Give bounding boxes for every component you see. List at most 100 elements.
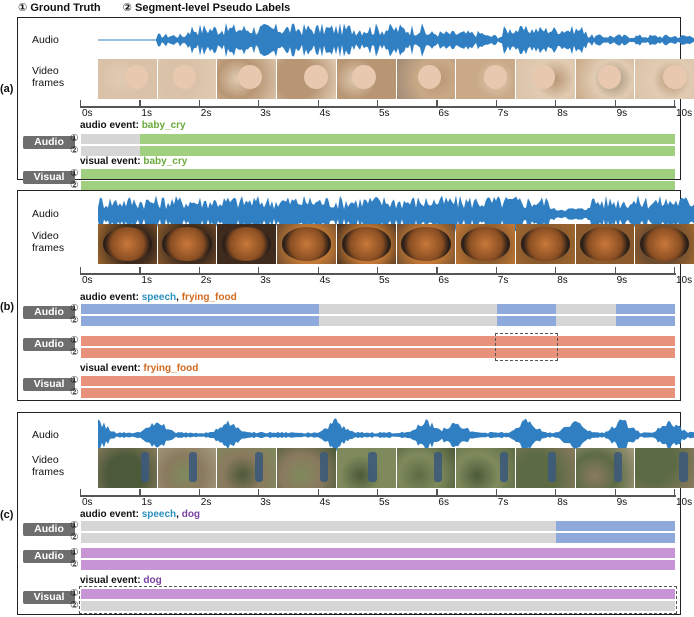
person-shape	[188, 452, 198, 482]
time-tick-label: 1s	[141, 497, 152, 508]
video-frame	[515, 59, 575, 99]
time-tick-label: 6s	[438, 275, 449, 286]
time-tick-label: 9s	[616, 497, 628, 508]
time-tick-label: 1s	[141, 275, 152, 286]
visual-event-label: visual event: frying_food	[80, 363, 198, 374]
video-frames-label: Video frames	[32, 454, 65, 478]
video-frame	[575, 59, 635, 99]
time-tick	[258, 100, 260, 107]
pan-shape	[520, 227, 570, 261]
ground-truth-marker: ①	[70, 303, 79, 314]
event-name-frying_food: frying_food	[143, 363, 199, 374]
video-frame	[575, 224, 635, 264]
time-tick	[495, 489, 497, 496]
panel-label-a: (a)	[0, 83, 14, 95]
person-shape	[613, 452, 622, 482]
time-tick-label: 4s	[319, 108, 331, 119]
event-prefix: visual event:	[80, 156, 144, 167]
audio-modality-tag: Audio	[23, 136, 75, 149]
video-frame	[336, 59, 396, 99]
time-tick	[614, 267, 616, 274]
audio-modality-tag: Audio	[23, 550, 75, 563]
time-tick	[614, 100, 616, 107]
waveform-container	[98, 416, 694, 454]
audio-event-label: audio event: baby_cry	[80, 120, 186, 131]
pan-shape	[580, 227, 630, 261]
visual-modality-tag: Visual	[23, 378, 75, 391]
waveform-shape	[98, 195, 694, 233]
pseudo-label-marker: ②	[70, 347, 79, 358]
video-frame	[515, 224, 575, 264]
person-shape	[499, 452, 508, 482]
ground-truth-bar	[81, 304, 675, 314]
video-frame	[98, 448, 157, 488]
bar-segment	[556, 521, 675, 531]
bar-segment	[81, 316, 319, 326]
time-tick-label: 6s	[438, 108, 449, 119]
bar-segment	[318, 316, 497, 326]
time-tick-label: 4s	[319, 497, 331, 508]
video-frame	[456, 59, 515, 99]
bar-segment	[615, 316, 675, 326]
event-separator: ,	[176, 509, 182, 520]
baby-face-shape	[352, 65, 376, 89]
video-frame	[157, 448, 217, 488]
visual-event-label: visual event: baby_cry	[80, 156, 187, 167]
legend-pseudo-labels: ② Segment-level Pseudo Labels	[122, 1, 291, 14]
time-tick-label: 7s	[497, 108, 509, 119]
bar-segment	[81, 533, 557, 543]
bar-segment	[318, 304, 497, 314]
ground-truth-bar	[81, 134, 675, 144]
legend-ground-truth: ① Ground Truth	[18, 1, 101, 14]
event-name-frying_food: frying_food	[181, 292, 237, 303]
audio-event-label: audio event: speech, dog	[80, 509, 200, 520]
bar-segment	[81, 560, 675, 570]
video-frame	[396, 224, 456, 264]
video-frame	[157, 224, 217, 264]
time-tick-label: 2s	[200, 497, 212, 508]
time-tick-label: 2s	[200, 275, 212, 286]
time-tick	[80, 489, 82, 496]
ground-truth-marker: ①	[70, 520, 79, 531]
waveform-container	[98, 21, 694, 59]
time-tick	[377, 267, 379, 274]
waveform-container	[98, 194, 694, 234]
time-tick	[436, 267, 438, 274]
pan-shape	[281, 227, 332, 261]
visual-event-label: visual event: dog	[80, 575, 162, 586]
waveform-shape	[98, 22, 694, 58]
time-tick-label: 5s	[379, 497, 390, 508]
time-tick	[614, 489, 616, 496]
baby-face-shape	[597, 65, 621, 89]
time-tick-label: 0s	[82, 108, 93, 119]
ground-truth-bar	[81, 521, 675, 531]
bar-segment	[81, 181, 675, 191]
time-tick	[436, 489, 438, 496]
visual-modality-tag: Visual	[23, 591, 75, 604]
pseudo-label-bar	[81, 181, 675, 191]
video-frame	[98, 59, 157, 99]
video-frame	[336, 224, 396, 264]
pseudo-label-bar	[81, 348, 675, 358]
ground-truth-bar	[81, 548, 675, 558]
bar-segment	[556, 304, 616, 314]
video-frame	[336, 448, 396, 488]
pseudo-label-marker: ②	[70, 315, 79, 326]
video-frames-label: Video frames	[32, 230, 65, 254]
time-tick	[258, 267, 260, 274]
audio-waveform	[98, 22, 694, 58]
event-name-speech: speech	[141, 509, 177, 520]
video-frame	[456, 448, 515, 488]
audio-modality-tag: Audio	[23, 523, 75, 536]
pan-shape	[401, 227, 451, 261]
bar-segment	[81, 589, 675, 599]
time-tick	[674, 100, 676, 107]
time-tick	[555, 489, 557, 496]
baby-face-shape	[172, 65, 197, 89]
bar-segment	[81, 336, 675, 346]
ground-truth-bar	[81, 589, 675, 599]
